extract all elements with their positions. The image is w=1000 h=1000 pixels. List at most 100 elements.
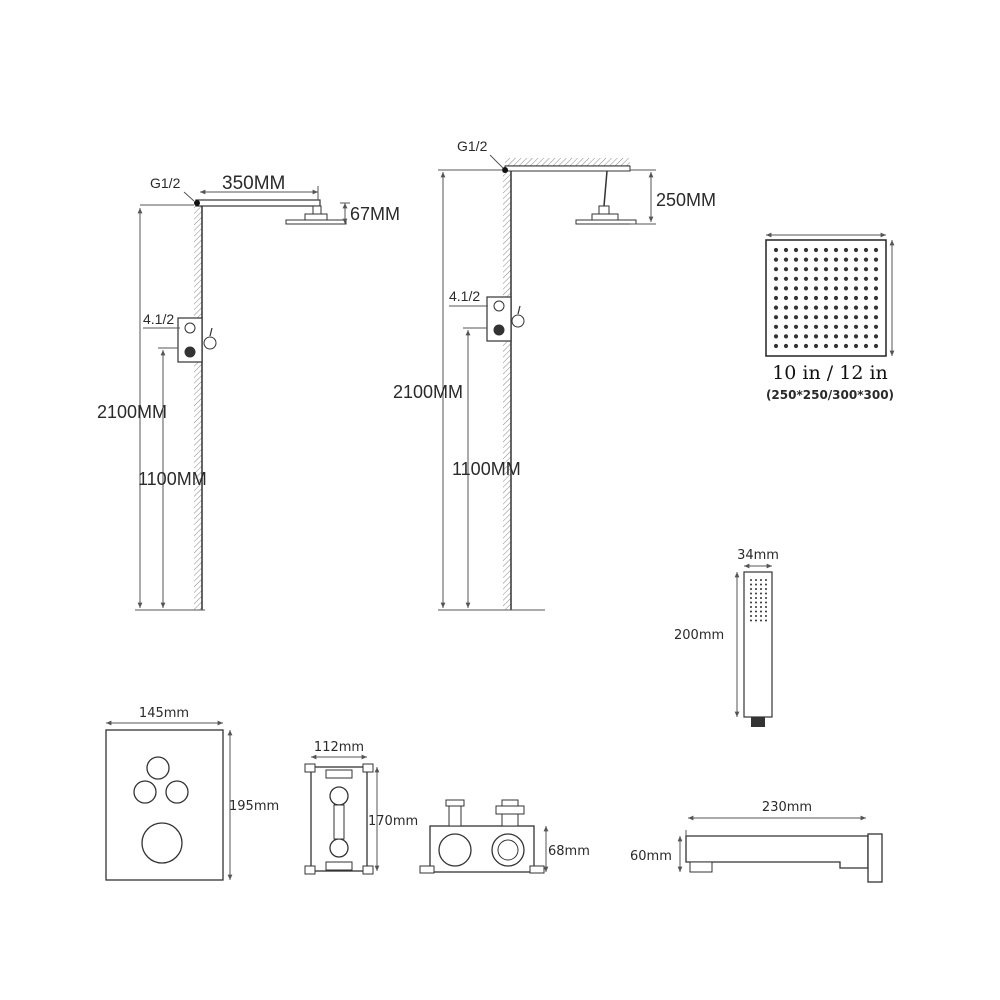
size-label: 10 in / 12 in [772, 362, 888, 384]
valve-box-spine [333, 804, 345, 840]
nozzle-dot [863, 257, 869, 262]
hand-shower-holder [511, 314, 525, 328]
valve-height-label: 1100MM [138, 469, 207, 489]
valve-stem-left [448, 803, 462, 827]
nozzle-dot [873, 334, 879, 339]
nozzle-dot [773, 286, 779, 291]
nozzle-dot [813, 334, 819, 339]
ceiling [505, 158, 630, 166]
nozzle-dot [863, 247, 869, 253]
nozzle-dot [843, 247, 849, 253]
nozzle-dot [773, 257, 779, 262]
nozzle-dot [793, 267, 799, 272]
nozzle-dot [843, 267, 849, 272]
nozzle-dot [803, 247, 809, 253]
hand-nozzle-dot [765, 610, 767, 613]
hand-nozzle-dot [760, 601, 762, 604]
nozzle-dot [783, 295, 789, 301]
thread-label: G1/2 [457, 138, 488, 154]
valve-knob-top [493, 300, 505, 312]
nozzle-dot [863, 324, 869, 329]
hand-nozzle-dot [760, 606, 762, 608]
control-dial [141, 822, 183, 864]
nozzle-dot [873, 276, 879, 281]
nozzle-dot [863, 276, 869, 281]
nozzle-dot [843, 334, 849, 339]
nozzle-dot [803, 315, 809, 320]
hand-nozzle-dot [765, 601, 767, 604]
wall [194, 205, 202, 610]
nozzle-dot [793, 305, 799, 310]
nozzle-dot [863, 305, 869, 310]
wall [503, 170, 511, 610]
hand-shower-nozzles [750, 579, 767, 622]
nozzle-dot [863, 286, 869, 291]
valve-height-label: 1100MM [452, 459, 521, 479]
connection-point [194, 200, 200, 206]
hand-nozzle-dot [750, 606, 752, 608]
nozzle-dot [793, 334, 799, 339]
hand-shower-connector [751, 717, 765, 727]
nozzle-dot [803, 276, 809, 281]
nozzle-dot [783, 247, 789, 253]
nozzle-dot [823, 315, 829, 320]
nozzle-dot [783, 305, 789, 310]
nozzle-dot [843, 286, 849, 291]
nozzle-dot [873, 267, 879, 272]
valve-box-side-view: 68mm [419, 799, 590, 874]
valve-thread-label: 4.1/2 [449, 288, 480, 304]
nozzle-dot [813, 247, 819, 253]
nozzle-dot [783, 267, 789, 272]
thread-label: G1/2 [150, 175, 181, 191]
nozzle-dot [853, 305, 859, 310]
head-height-label: 67MM [350, 204, 400, 224]
nozzle-dot [843, 257, 849, 262]
valve-side-port-right-inner [497, 839, 519, 861]
nozzle-dot [813, 324, 819, 329]
nozzle-dot [803, 295, 809, 301]
valve-box-tab-bl [304, 865, 316, 875]
nozzle-dot [813, 267, 819, 272]
hand-nozzle-dot [765, 619, 767, 622]
nozzle-dot [803, 334, 809, 339]
nozzle-dot [833, 257, 839, 262]
nozzle-dot [863, 295, 869, 301]
nozzle-dot [853, 267, 859, 272]
nozzle-dot [813, 295, 819, 301]
nozzle-dot [823, 257, 829, 262]
button-top [146, 756, 170, 780]
valve-knob-bottom [184, 346, 196, 358]
hand-nozzle-dot [760, 592, 762, 595]
nozzle-dot [863, 334, 869, 339]
nozzle-dot [833, 276, 839, 281]
nozzle-dot [843, 276, 849, 281]
hand-nozzle-dot [760, 588, 762, 590]
spout-view: 230mm 60mm [630, 800, 883, 883]
hand-nozzle-dot [755, 597, 757, 599]
valve-box-height-label: 170mm [368, 814, 418, 829]
nozzle-dot [773, 276, 779, 281]
shower-head [575, 213, 637, 225]
nozzle-dot [793, 257, 799, 262]
hand-shower-width-label: 34mm [737, 548, 779, 563]
valve-knob-top [184, 322, 196, 334]
spout-wall-plate [867, 833, 883, 883]
hand-nozzle-dot [750, 601, 752, 604]
nozzle-dot [833, 267, 839, 272]
nozzle-dot [813, 305, 819, 310]
nozzle-dot [813, 257, 819, 262]
nozzle-dot [793, 247, 799, 253]
hand-shower-view: 34mm 200mm [674, 548, 779, 727]
hand-nozzle-dot [765, 583, 767, 586]
nozzle-dot [873, 295, 879, 301]
valve-knob-bottom [493, 324, 505, 336]
hand-nozzle-dot [755, 588, 757, 590]
nozzle-dot [853, 315, 859, 320]
nozzle-dot [863, 343, 869, 349]
hand-nozzle-dot [765, 579, 767, 581]
nozzle-dot [853, 276, 859, 281]
ceiling-arm [504, 165, 631, 172]
connection-point [502, 167, 508, 173]
nozzle-dot [773, 315, 779, 320]
hand-nozzle-dot [760, 615, 762, 617]
